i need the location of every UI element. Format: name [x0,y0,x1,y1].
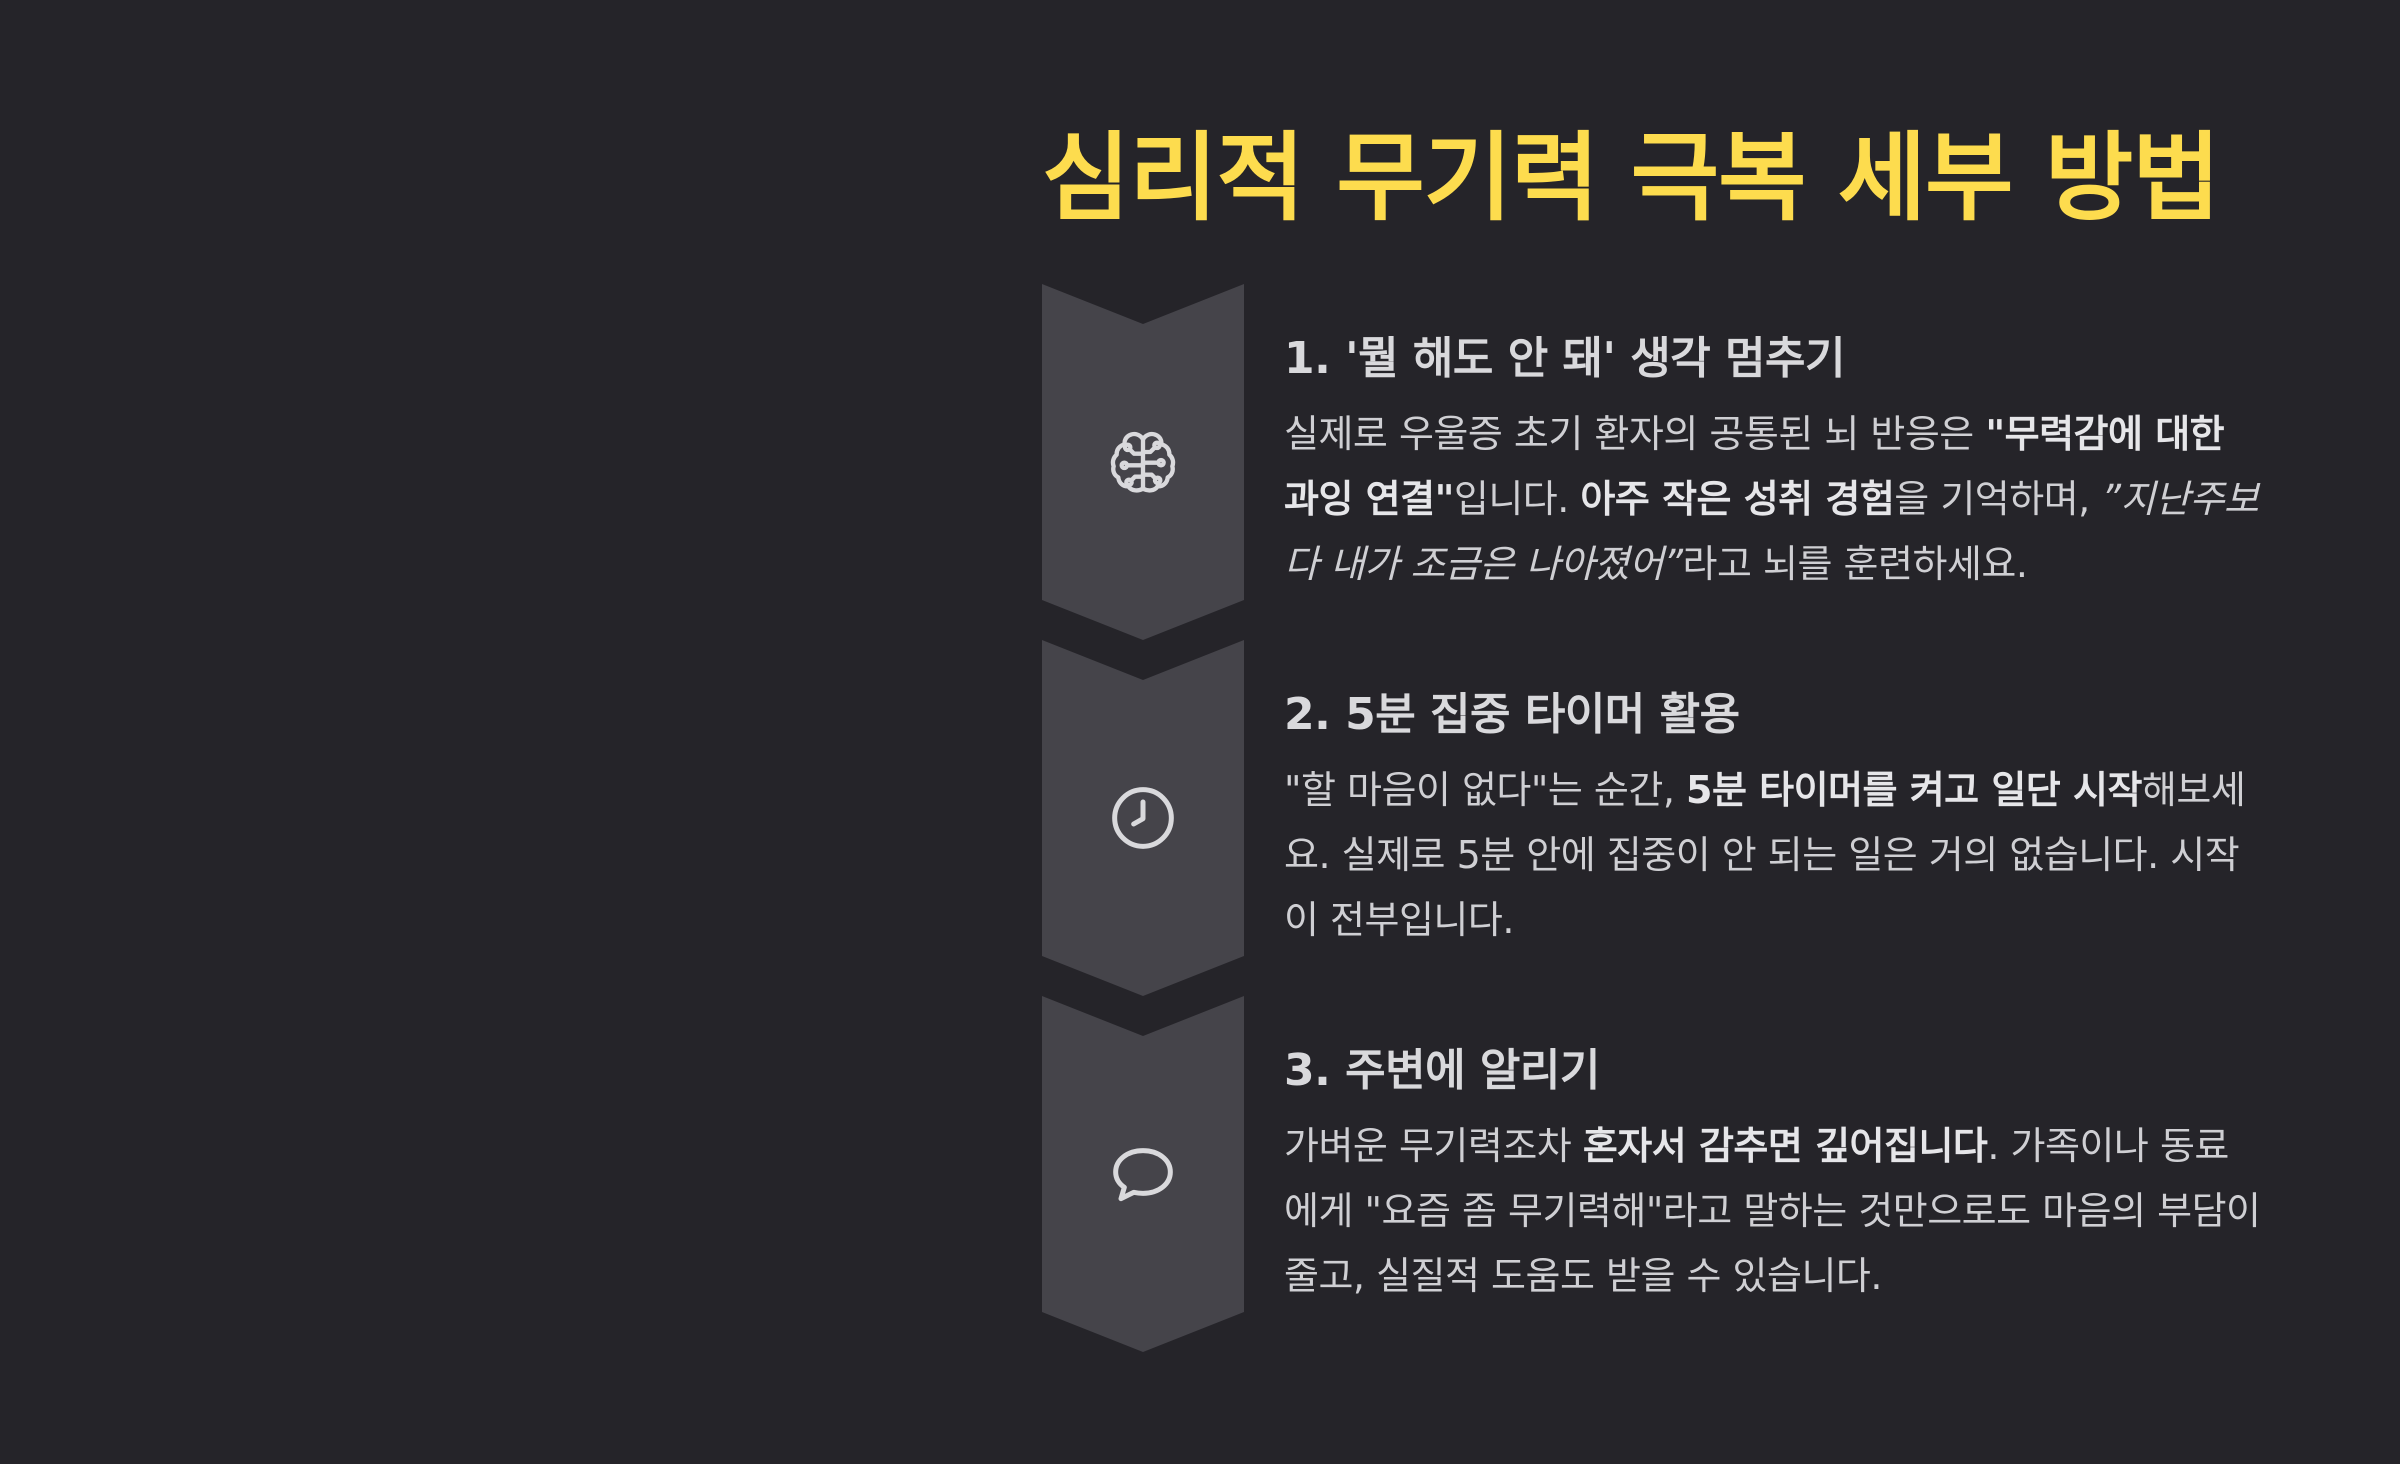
step-description: "할 마음이 없다"는 순간, 5분 타이머를 켜고 일단 시작해보세요. 실제… [1284,768,2246,942]
step-1: 1. '뭘 해도 안 돼' 생각 멈추기 실제로 우울증 초기 환자의 공통된 … [1042,284,2272,644]
emphasis: 혼자서 감추면 깊어집니다 [1582,1124,1988,1168]
step-heading: 2. 5분 집중 타이머 활용 [1284,689,1740,740]
step-description: 실제로 우울증 초기 환자의 공통된 뇌 반응은 "무력감에 대한 과잉 연결"… [1284,412,2259,586]
brain-icon [1103,422,1183,502]
step-description: 가벼운 무기력조차 혼자서 감추면 깊어집니다. 가족이나 동료에게 "요즘 좀… [1284,1124,2261,1298]
slide-title: 심리적 무기력 극복 세부 방법 [1042,122,2221,234]
emphasis: "무력감에 대한 과잉 연결" [1284,412,2225,521]
quote: ”지난주보다 내가 조금은 나아졌어” [1284,477,2259,586]
step-heading: 3. 주변에 알리기 [1284,1045,1600,1096]
emphasis: 아주 작은 성취 경험 [1580,477,1895,521]
clock-icon [1103,778,1183,858]
emphasis: 5분 타이머를 켜고 일단 시작 [1686,768,2142,812]
step-2: 2. 5분 집중 타이머 활용 "할 마음이 없다"는 순간, 5분 타이머를 … [1042,640,2272,1000]
step-heading: 1. '뭘 해도 안 돼' 생각 멈추기 [1284,333,1845,384]
chat-bubble-icon [1103,1134,1183,1214]
step-chevron [1042,996,1244,1352]
step-3: 3. 주변에 알리기 가벼운 무기력조차 혼자서 감추면 깊어집니다. 가족이나… [1042,996,2272,1356]
